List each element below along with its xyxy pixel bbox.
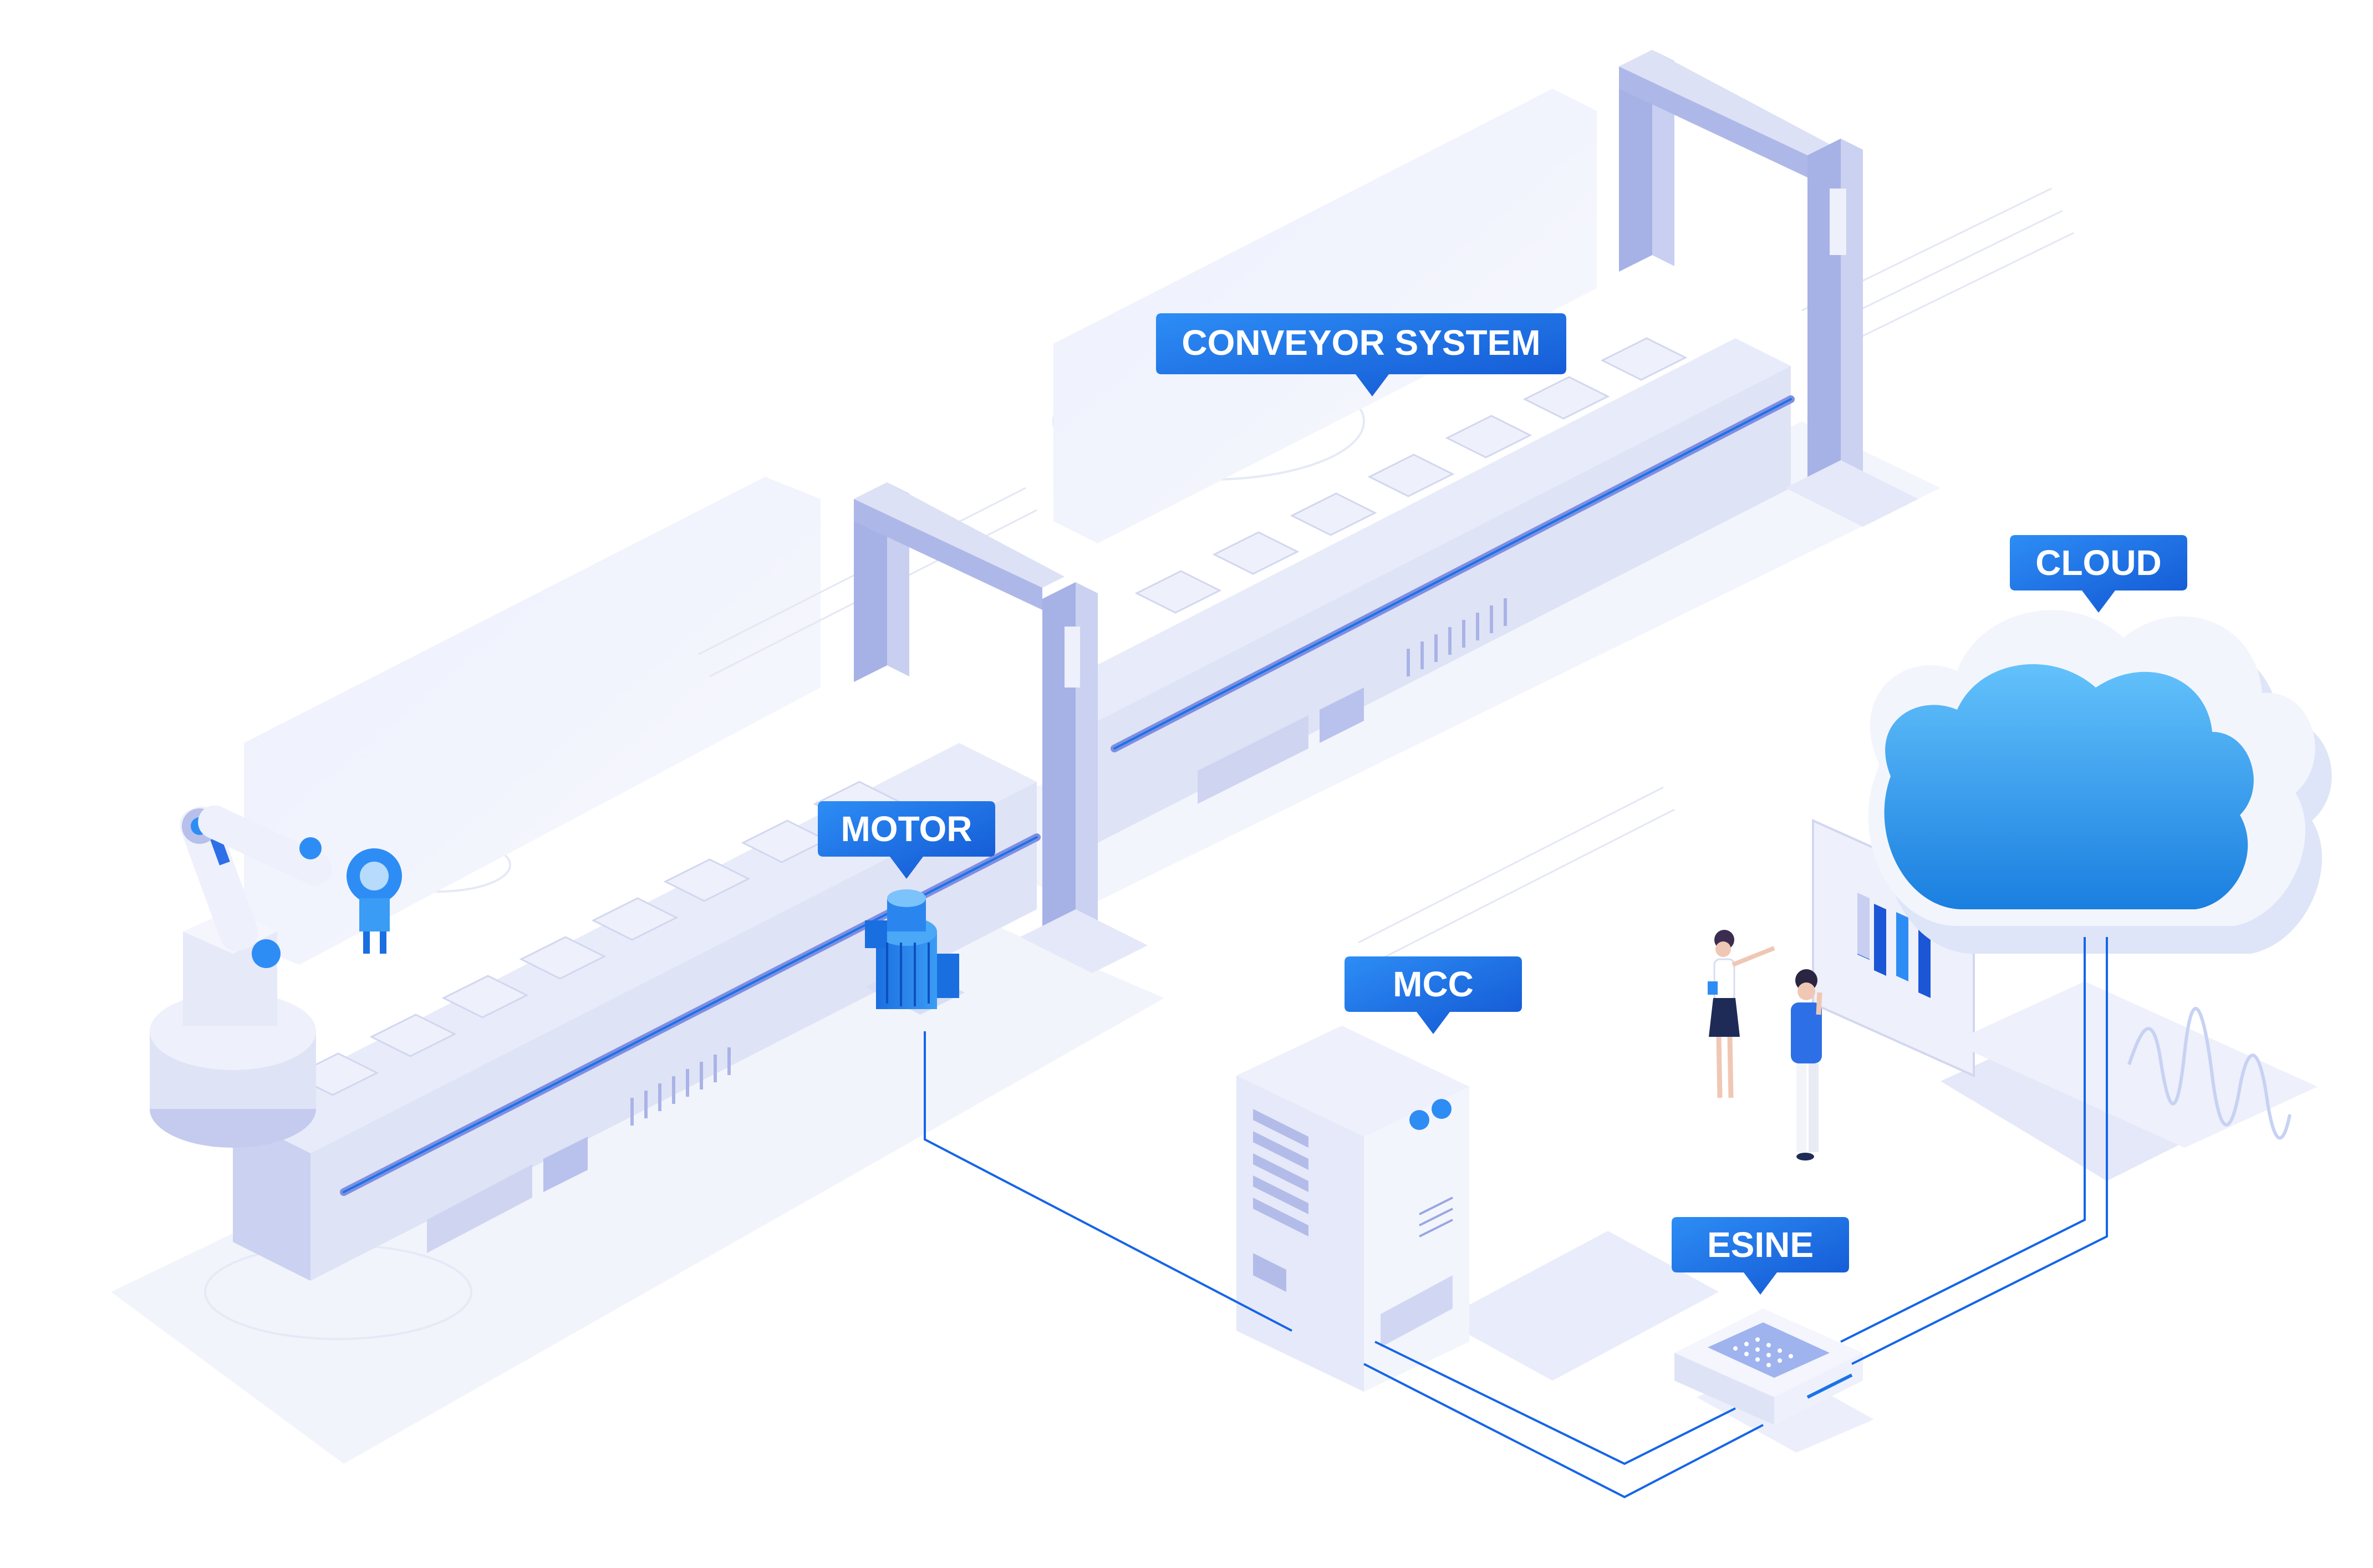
gantry-left [854, 482, 1148, 973]
label-motor-text: MOTOR [841, 809, 972, 849]
connection-lines [924, 937, 2108, 1499]
label-esine: ESINE [1672, 1217, 1849, 1295]
cloud-icon [1868, 610, 2332, 1148]
label-motor: MOTOR [818, 801, 995, 879]
people-icon [1708, 930, 1822, 1160]
label-cloud: CLOUD [2010, 535, 2187, 613]
label-conveyor-system: CONVEYOR SYSTEM [1156, 313, 1566, 396]
robot-arm-icon [150, 805, 402, 1148]
label-mcc: MCC [1345, 956, 1522, 1034]
label-esine-text: ESINE [1707, 1225, 1814, 1265]
label-mcc-text: MCC [1393, 964, 1474, 1004]
label-conveyor-system-text: CONVEYOR SYSTEM [1182, 323, 1540, 363]
mcc-cabinet-icon [1236, 1026, 1719, 1392]
conveyor-right [1042, 338, 1795, 843]
esine-gateway-icon [1674, 1309, 1874, 1453]
label-cloud-text: CLOUD [2035, 543, 2162, 583]
back-panel-left [244, 477, 821, 965]
motor-icon [865, 889, 965, 1015]
gantry-right [1619, 50, 1918, 527]
conveyor-right-boxes [1134, 337, 1688, 614]
